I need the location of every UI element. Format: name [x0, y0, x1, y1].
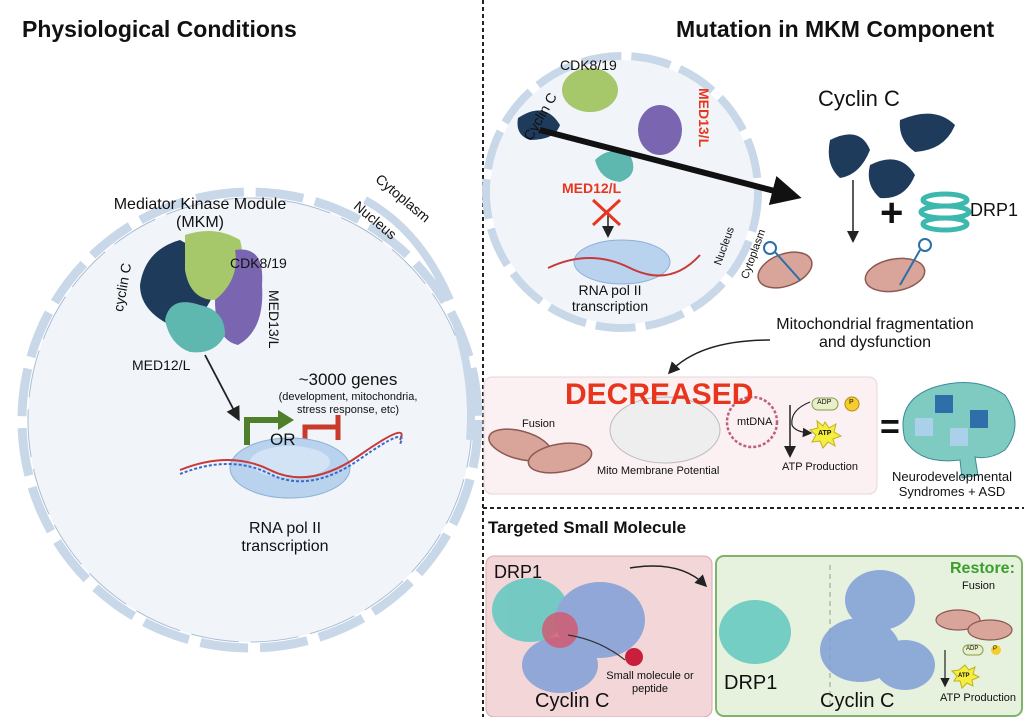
mmp-label: Mito Membrane Potential: [597, 465, 720, 477]
genes-detail-line2: stress response, etc): [296, 403, 400, 416]
genes-label: ~3000 genes: [298, 370, 398, 389]
scissors-icon: [763, 238, 932, 286]
bottom-title: Targeted Small Molecule: [488, 518, 687, 537]
mtdna-label: mtDNA: [737, 416, 773, 428]
phosphate-label: P: [849, 399, 854, 406]
restore-phosphate-label: P: [993, 646, 998, 652]
drp1-protein: [918, 191, 972, 233]
left-title: Physiological Conditions: [22, 16, 297, 42]
atp-production-label: ATP Production: [782, 461, 859, 473]
rna-pol-line2: transcription: [241, 538, 329, 556]
small-molecule-icon: [625, 648, 643, 666]
small-mol-line2: peptide: [631, 682, 669, 695]
cyclin-c-label: Cyclin C: [818, 86, 900, 111]
right-rna-line1: RNA pol II: [578, 282, 642, 298]
mkm-title-line1: Mediator Kinase Module: [113, 196, 287, 213]
blocked-x-icon: [591, 198, 622, 227]
right-med13-label: MED13/L: [696, 88, 712, 148]
rna-pol-left: [179, 431, 403, 499]
right-rna-line2: transcription: [571, 298, 649, 315]
fragmented-mitochondria: [757, 251, 926, 293]
mito-line1: Mitochondrial fragmentation: [776, 316, 974, 333]
cyclin-c-proteins: [828, 113, 955, 199]
genes-detail: (development, mitochondria,stress respon…: [278, 391, 418, 416]
mkm-title: Mediator Kinase Module(MKM): [100, 196, 300, 233]
neuro-line1: Neurodevelopmental: [892, 469, 1012, 484]
activation-arrow: [244, 417, 280, 445]
decreased-title: DECREASED: [565, 378, 754, 411]
drp1-left-label: DRP1: [494, 562, 543, 582]
equals-sign: =: [880, 408, 900, 446]
restore-label: Restore:: [950, 560, 1015, 577]
med12-label: MED12/L: [132, 357, 191, 373]
atp-label: ATP: [818, 430, 832, 437]
drp1-cyclin-structure-left: [492, 578, 645, 693]
drp1-right-label: DRP1: [724, 672, 778, 694]
adp-label: ADP: [817, 399, 832, 406]
mito-line2: and dysfunction: [818, 334, 932, 352]
small-mol-line1: Small molecule or: [606, 670, 694, 682]
right-med12-label: MED12/L: [562, 180, 622, 196]
neuro-line2: Syndromes + ASD: [898, 483, 1006, 499]
mkm-complex: [140, 231, 263, 353]
cyclin-right-label: Cyclin C: [820, 690, 895, 712]
right-title: Mutation in MKM Component: [676, 16, 995, 42]
fusion-label: Fusion: [522, 418, 556, 430]
restore-atp-label: ATP: [958, 673, 970, 679]
or-label: OR: [270, 430, 296, 449]
big-arrow: [539, 127, 802, 205]
mkm-title-line2: (MKM): [176, 214, 224, 232]
plus-sign: +: [880, 191, 904, 235]
restore-fusion-label: Fusion: [962, 580, 996, 592]
med13-label: MED13/L: [266, 290, 282, 349]
cyclin-left-label: Cyclin C: [535, 690, 610, 712]
restore-adp-label: ADP: [966, 646, 979, 652]
rna-pol-line1: RNA pol II: [248, 520, 322, 537]
drp1-label: DRP1: [970, 200, 1019, 220]
right-cdk-label: CDK8/19: [560, 57, 617, 73]
restore-atp-production-label: ATP Production: [940, 692, 1017, 704]
genes-detail-line1: (development, mitochondria,: [278, 391, 418, 403]
cdk-label: CDK8/19: [230, 255, 287, 271]
